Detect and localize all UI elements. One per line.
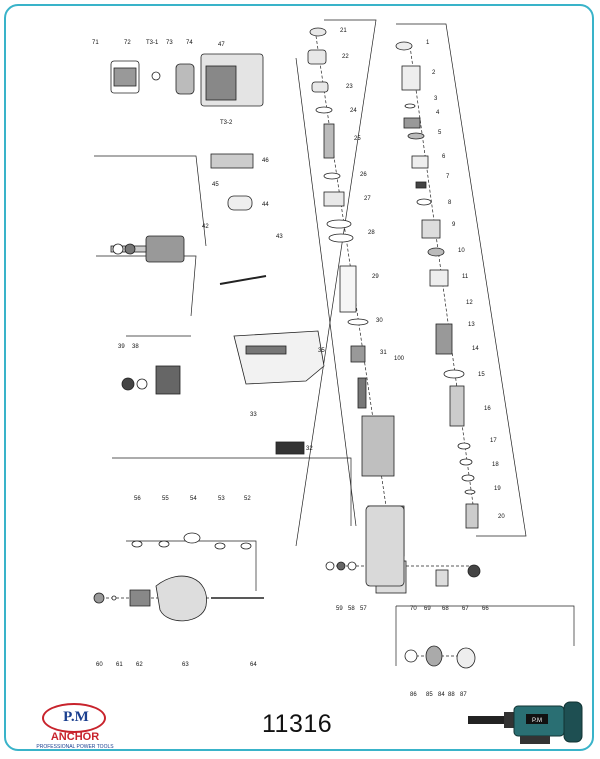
part-label: 87: [460, 692, 467, 698]
armature: [110, 235, 185, 263]
part-label: 15: [478, 372, 485, 378]
part-label: 67: [462, 606, 469, 612]
brand-logo: P.M ANCHOR PROFESSIONAL POWER TOOLS: [28, 703, 122, 750]
part-label: 54: [190, 496, 197, 502]
part-label: 12: [466, 300, 473, 306]
part-label: 58: [348, 606, 355, 612]
part-label: 3: [434, 96, 438, 102]
part-label: 9: [452, 222, 456, 228]
part-label: 43: [276, 234, 283, 240]
part-label: 64: [250, 662, 257, 668]
part-label: 38: [132, 344, 139, 350]
part-label: 53: [218, 496, 225, 502]
handle-housing: [219, 275, 325, 455]
part-label: 31: [380, 350, 387, 356]
part-label: 52: [244, 496, 251, 502]
part-label: 56: [134, 496, 141, 502]
part-label: 22: [342, 54, 349, 60]
part-label: 24: [350, 108, 357, 114]
part-label: 85: [426, 692, 433, 698]
fan-cluster: [110, 53, 264, 211]
part-label: T3-1: [146, 40, 159, 46]
part-label: 59: [336, 606, 343, 612]
brand-name: ANCHOR: [50, 731, 100, 743]
lower-handle-row: [131, 532, 252, 550]
brand-tagline: PROFESSIONAL POWER TOOLS: [36, 744, 114, 750]
part-label: 86: [410, 692, 417, 698]
part-label: 47: [218, 42, 225, 48]
part-label: 45: [212, 182, 219, 188]
model-number: 11316: [262, 710, 333, 738]
part-label: 61: [116, 662, 123, 668]
gearbox: [325, 505, 481, 587]
part-label: 1: [426, 40, 430, 46]
part-label: 30: [376, 318, 383, 324]
part-label: 11: [462, 274, 469, 280]
part-label: 57: [360, 606, 367, 612]
part-label: 72: [124, 40, 131, 46]
part-label: 21: [340, 28, 347, 34]
part-label: 10: [458, 248, 465, 254]
part-label: 35: [318, 348, 325, 354]
side-handle: [93, 575, 264, 622]
part-label: 14: [472, 346, 479, 352]
part-label: 74: [186, 40, 193, 46]
product-badge: P.M: [532, 718, 542, 724]
part-label: 84: [438, 692, 445, 698]
part-label: 100: [394, 356, 405, 362]
part-number-labels: 71 72 T3-1 73 74 47 T3-2 46 45 44 43 42 …: [92, 28, 505, 698]
part-label: 62: [136, 662, 143, 668]
part-label: 70: [410, 606, 417, 612]
product-photo: P.M: [468, 701, 583, 744]
part-label: 29: [372, 274, 379, 280]
part-label: 42: [202, 224, 209, 230]
part-label: 73: [166, 40, 173, 46]
part-label: 25: [354, 136, 361, 142]
part-label: 46: [262, 158, 269, 164]
logo-mark: P.M: [63, 709, 89, 725]
part-label: 4: [436, 110, 440, 116]
part-label: 5: [438, 130, 442, 136]
part-label: 69: [424, 606, 431, 612]
part-label: 55: [162, 496, 169, 502]
part-label: 23: [346, 84, 353, 90]
part-label: 28: [368, 230, 375, 236]
right-column-parts: [395, 41, 479, 529]
part-label: 33: [250, 412, 257, 418]
part-label: 8: [448, 200, 452, 206]
part-label: 6: [442, 154, 446, 160]
part-label: 18: [492, 462, 499, 468]
part-label: 88: [448, 692, 455, 698]
part-label: 27: [364, 196, 371, 202]
part-label: 26: [360, 172, 367, 178]
bottom-right-parts: [404, 645, 476, 669]
part-label: 63: [182, 662, 189, 668]
part-label: T3-2: [220, 120, 233, 126]
part-label: 7: [446, 174, 450, 180]
part-label: 66: [482, 606, 489, 612]
part-label: 2: [432, 70, 436, 76]
part-label: 13: [468, 322, 475, 328]
part-label: 19: [494, 486, 501, 492]
part-label: 32: [306, 446, 313, 452]
parts-sheet-frame: 71 72 T3-1 73 74 47 T3-2 46 45 44 43 42 …: [4, 4, 594, 751]
part-label: 16: [484, 406, 491, 412]
part-label: 20: [498, 514, 505, 520]
part-label: 68: [442, 606, 449, 612]
logo-oval: P.M: [42, 703, 106, 733]
exploded-view-diagram: 71 72 T3-1 73 74 47 T3-2 46 45 44 43 42 …: [92, 19, 575, 698]
brush-holder: [121, 365, 181, 395]
part-label: 71: [92, 40, 99, 46]
part-label: 39: [118, 344, 125, 350]
part-label: 60: [96, 662, 103, 668]
part-label: 17: [490, 438, 497, 444]
part-label: 44: [262, 202, 269, 208]
